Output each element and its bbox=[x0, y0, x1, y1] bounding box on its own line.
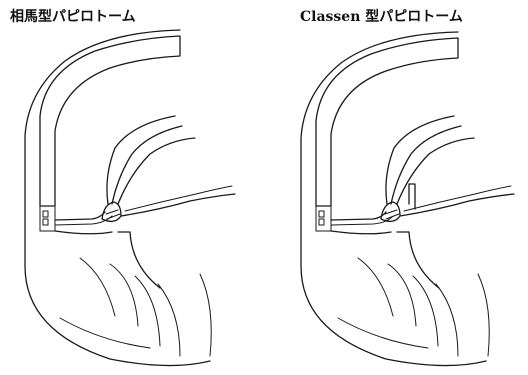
panel-title-right: Classen 型パピロトーム bbox=[300, 6, 463, 26]
papillotome-catheter bbox=[55, 212, 105, 220]
duodenum-outline bbox=[25, 30, 210, 366]
pancreatic-duct bbox=[386, 116, 454, 204]
duodenal-wall bbox=[316, 38, 458, 206]
pancreatic-duct bbox=[107, 116, 175, 204]
endoscope-diagram-right bbox=[268, 26, 518, 371]
duodenum-outline bbox=[301, 32, 486, 366]
endoscope-channel bbox=[43, 211, 48, 217]
papillotome-catheter bbox=[331, 212, 386, 220]
endoscope-channel bbox=[319, 211, 324, 217]
mucosa-fold bbox=[55, 231, 112, 234]
duodenal-wall bbox=[40, 36, 180, 206]
mucosa-fold bbox=[331, 231, 391, 234]
papillotome-wire bbox=[409, 184, 415, 209]
endoscope-diagram-left bbox=[0, 26, 250, 371]
panel-title-left: 相馬型パピロトーム bbox=[10, 6, 136, 26]
